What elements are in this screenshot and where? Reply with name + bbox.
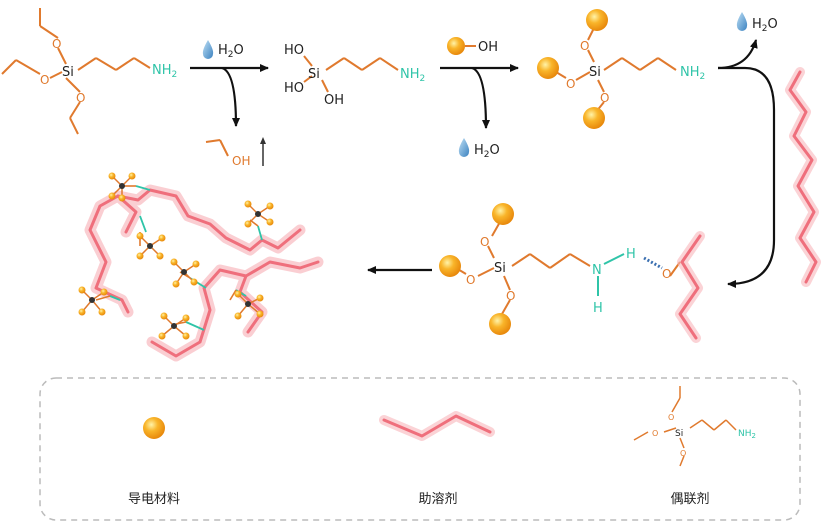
legend-label: 偶联剂 [670, 492, 709, 507]
atom-o: O [480, 235, 489, 249]
ethanol-byproduct [205, 139, 229, 157]
hydroxyl-label: OH [324, 93, 344, 108]
atom-si: Si [675, 429, 683, 439]
amine-label: NH2 [680, 65, 705, 82]
hydroxyl-label: HO [284, 43, 304, 58]
condensation-arrow [440, 64, 519, 129]
atom-o: O [662, 267, 671, 281]
interaction-arrow [717, 39, 776, 288]
aptes-molecule [1, 8, 151, 135]
atom-o: O [580, 39, 589, 53]
hydrolysis-arrow [190, 64, 269, 127]
hydrogen-bond [643, 256, 663, 270]
atom-o: O [76, 91, 85, 105]
ethanol-label: OH [232, 154, 250, 168]
atom-si: Si [62, 65, 74, 80]
legend-label: 助溶剂 [418, 492, 457, 507]
water-drop-icon [202, 40, 214, 59]
polymer-chain [785, 67, 821, 287]
conductive-particle-icon [143, 417, 165, 439]
hydroxyl-label: OH [478, 40, 498, 55]
atom-si: Si [308, 67, 320, 82]
coupling-agent-icon [633, 386, 737, 467]
hydrogen-bonded-complex [439, 203, 705, 343]
water-drop-icon [736, 12, 748, 31]
water-label: H2O [752, 17, 778, 34]
legend-item-cosolvent: 助溶剂 [379, 411, 495, 507]
amine-label: NH2 [152, 63, 177, 80]
amine-label: NH2 [400, 67, 425, 84]
legend-item-conductive: 导电材料 [128, 417, 180, 507]
atom-h: H [593, 301, 603, 316]
legend-box [39, 377, 801, 521]
polymer-chain-icon [379, 411, 495, 441]
amine-label: NH2 [738, 429, 756, 440]
atom-o: O [652, 429, 658, 438]
atom-o: O [566, 77, 575, 91]
atom-si: Si [589, 65, 601, 80]
conductive-particle [447, 37, 465, 55]
atom-o: O [600, 91, 609, 105]
atom-o: O [52, 37, 61, 51]
water-label: H2O [474, 143, 500, 160]
atom-o: O [668, 413, 674, 422]
atom-o: O [466, 273, 475, 287]
atom-o: O [506, 289, 515, 303]
composite-network [78, 172, 324, 362]
legend-item-coupling: O O O Si NH2 偶联剂 [633, 386, 756, 507]
legend-label: 导电材料 [128, 492, 180, 507]
silanol-molecule [303, 55, 399, 93]
atom-n: N [592, 263, 602, 278]
grafted-silane-molecule [537, 9, 677, 129]
atom-si: Si [494, 261, 506, 276]
atom-o: O [40, 73, 49, 87]
atom-h: H [626, 247, 636, 262]
hydroxyl-label: HO [284, 81, 304, 96]
coupled-particle-cluster [78, 172, 274, 340]
water-label: H2O [218, 43, 244, 60]
water-drop-icon [458, 138, 470, 157]
atom-o: O [680, 449, 686, 458]
